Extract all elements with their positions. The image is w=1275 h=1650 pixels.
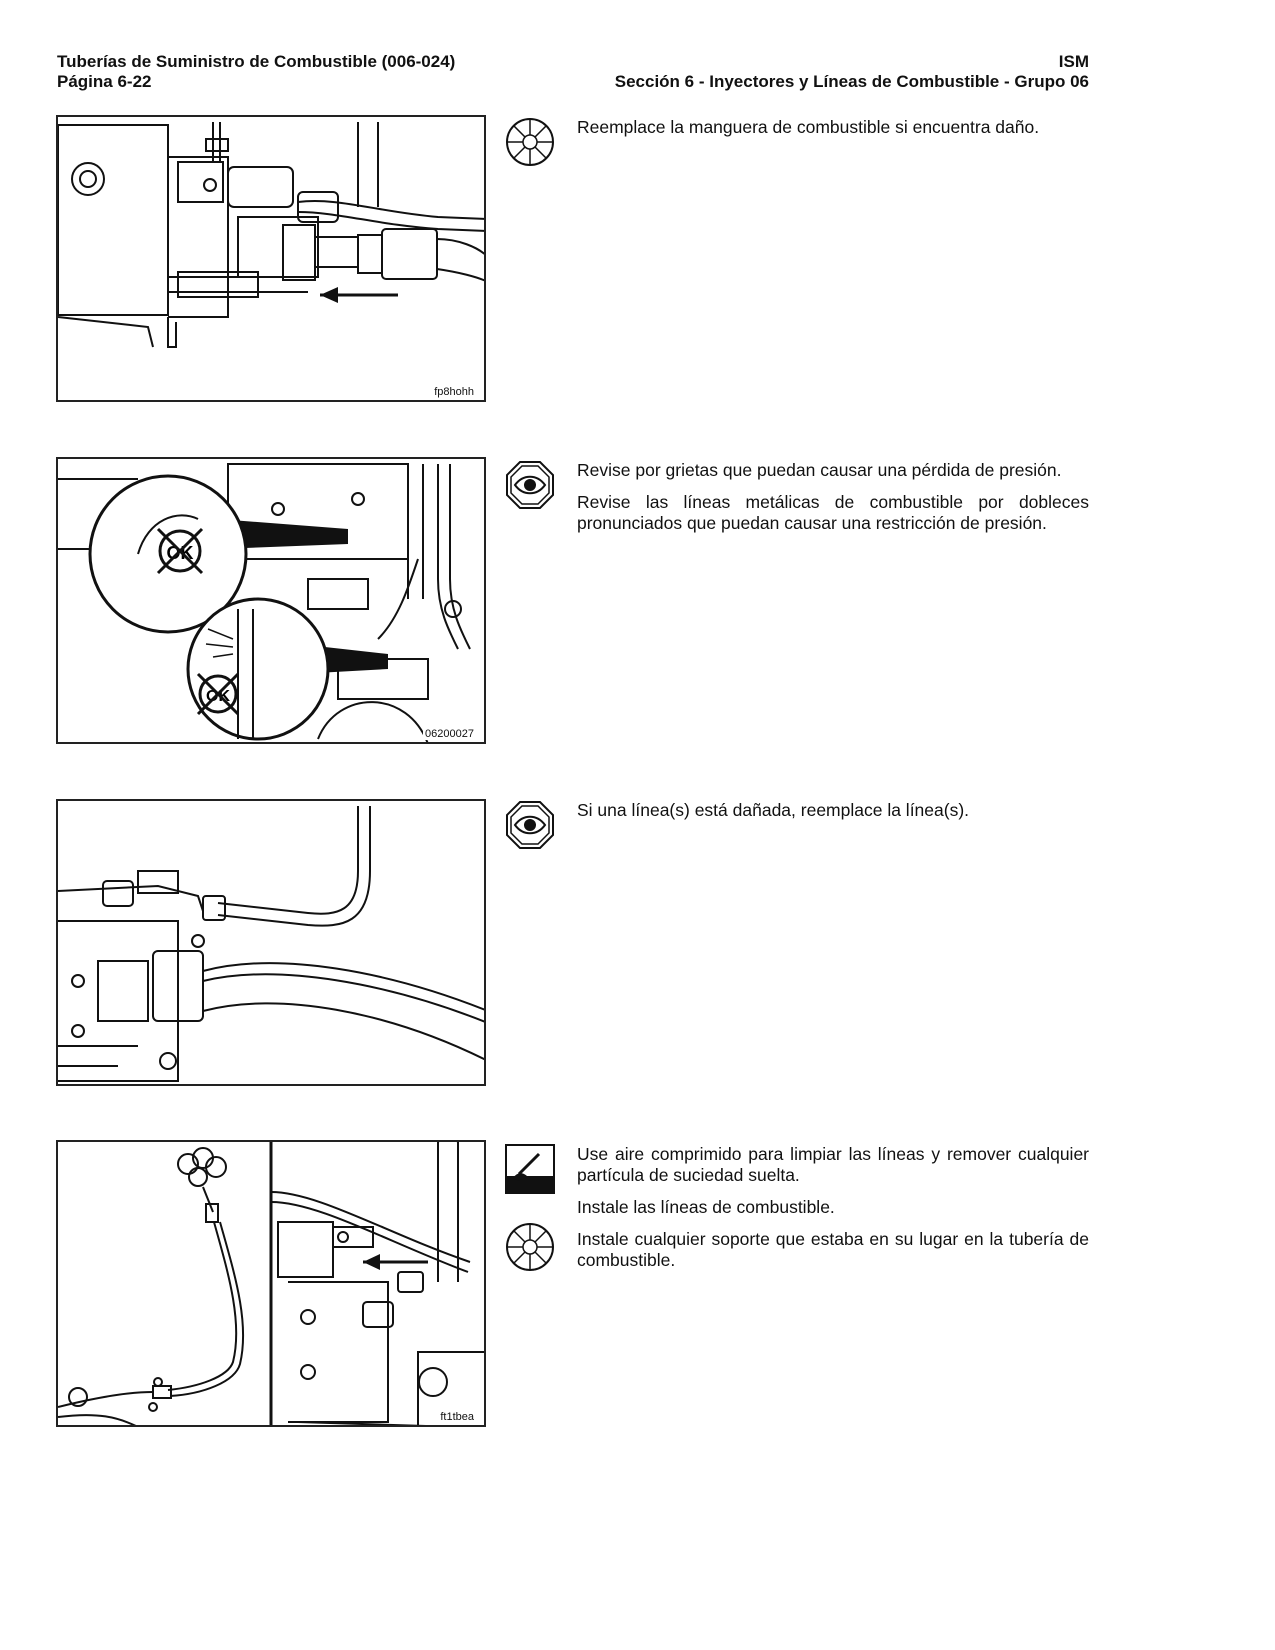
- section-title: Sección 6 - Inyectores y Líneas de Combu…: [614, 72, 1089, 91]
- figure-code: fp8hohh: [432, 386, 476, 398]
- step-3-text: Si una línea(s) está dañada, reemplace l…: [577, 800, 1089, 832]
- fuel-hose-illustration: [58, 122, 484, 348]
- step-2-text: Revise por grietas que puedan causar una…: [577, 460, 1089, 545]
- air-clean-and-install-illustration: [58, 1142, 484, 1425]
- engine-model: ISM: [1058, 52, 1089, 71]
- document-title: Tuberías de Suministro de Combustible (0…: [57, 52, 456, 71]
- instruction-paragraph: Si una línea(s) está dañada, reemplace l…: [577, 800, 970, 820]
- step-1-text: Reemplace la manguera de combustible si …: [577, 117, 1089, 149]
- step-4-text: Use aire comprimido para limpiar las lín…: [577, 1144, 1089, 1282]
- fuel-line-crack-illustration: OK OK: [58, 463, 471, 742]
- figure-clean-install: ft1tbea: [56, 1140, 486, 1427]
- page-number: Página 6-22: [57, 72, 152, 91]
- instruction-paragraph: Use aire comprimido para limpiar las lín…: [577, 1144, 1089, 1185]
- fuel-line-hose-illustration: [58, 806, 484, 1082]
- figure-damaged-line: [56, 799, 486, 1086]
- instruction-paragraph: Revise por grietas que puedan causar una…: [577, 460, 1062, 480]
- figure-code: ft1tbea: [438, 1411, 476, 1423]
- instruction-paragraph: Instale cualquier soporte que estaba en …: [577, 1229, 1089, 1270]
- wrench-tools-icon: [505, 117, 555, 167]
- eye-inspect-icon: [505, 460, 555, 510]
- figure-line-inspection: OK OK 06200027: [56, 457, 486, 744]
- instruction-paragraph: Instale las líneas de combustible.: [577, 1197, 835, 1217]
- figure-fuel-hose-fitting: fp8hohh: [56, 115, 486, 402]
- instruction-paragraph: Revise las líneas metálicas de combustib…: [577, 492, 1089, 533]
- wrench-tools-icon: [505, 1222, 555, 1272]
- instruction-paragraph: Reemplace la manguera de combustible si …: [577, 117, 1040, 137]
- eye-inspect-icon: [505, 800, 555, 850]
- figure-code: 06200027: [423, 728, 476, 740]
- clean-icon: [505, 1144, 555, 1194]
